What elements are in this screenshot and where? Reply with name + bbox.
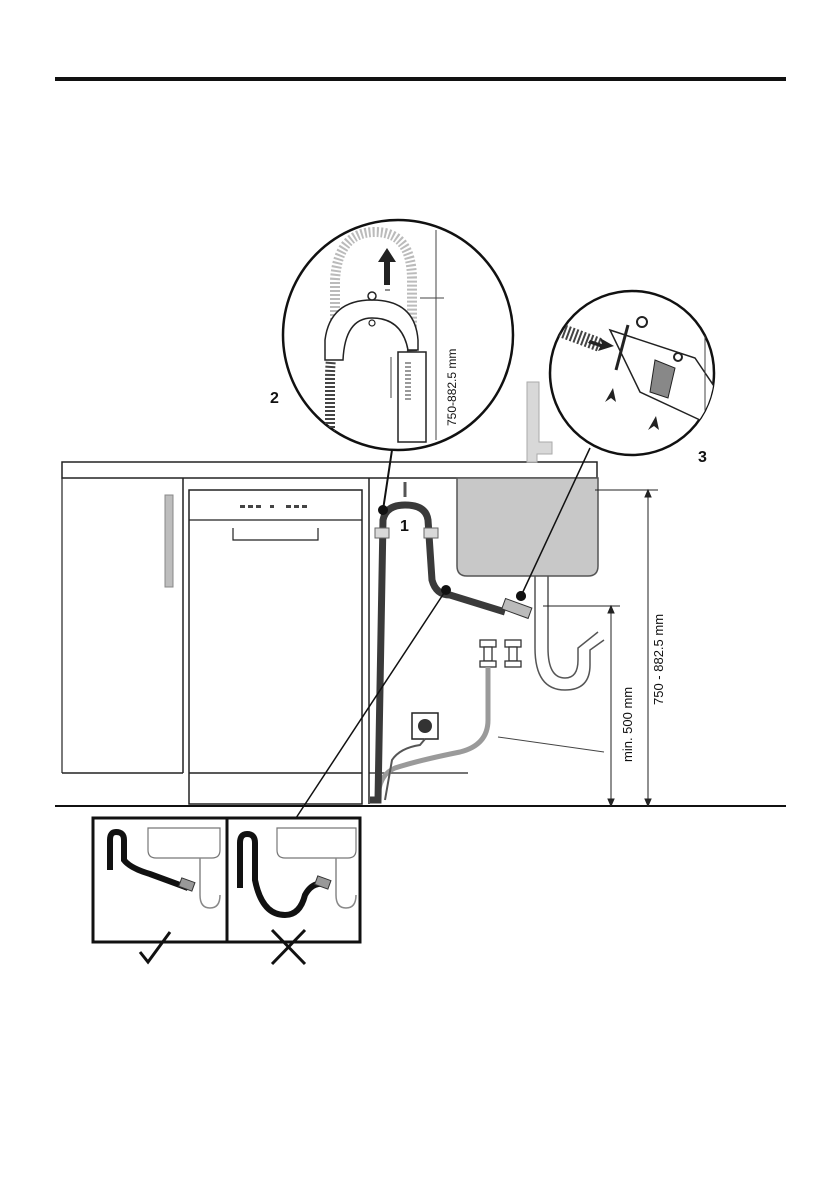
wall-socket <box>412 713 438 739</box>
callout-label-1: 1 <box>400 518 409 535</box>
total-height-label: 750 - 882.5 mm <box>651 614 666 705</box>
sink-basin <box>457 478 598 576</box>
detail-circle-hose-height: 750-882.5 mm <box>283 220 513 460</box>
leader-line-2 <box>383 450 392 510</box>
cabinet-handle <box>165 495 173 587</box>
control-panel-buttons <box>240 505 307 508</box>
header-rule <box>55 77 786 81</box>
callout-label-2: 2 <box>270 390 279 407</box>
hose-clip-left <box>375 528 389 538</box>
detail-height-label: 750-882.5 mm <box>445 349 459 426</box>
drain-hose-routing-inset <box>93 818 360 964</box>
inlet-taps <box>480 640 521 667</box>
power-cord <box>385 739 425 800</box>
sink-trap <box>535 576 604 690</box>
faucet <box>527 382 552 462</box>
countertop <box>62 462 597 478</box>
min-height-label: min. 500 mm <box>620 687 635 762</box>
detail-circle-hose-clamp <box>550 291 720 455</box>
callout-label-3: 3 <box>698 449 707 466</box>
left-cabinet <box>62 478 183 773</box>
hose-clip-right <box>424 528 438 538</box>
